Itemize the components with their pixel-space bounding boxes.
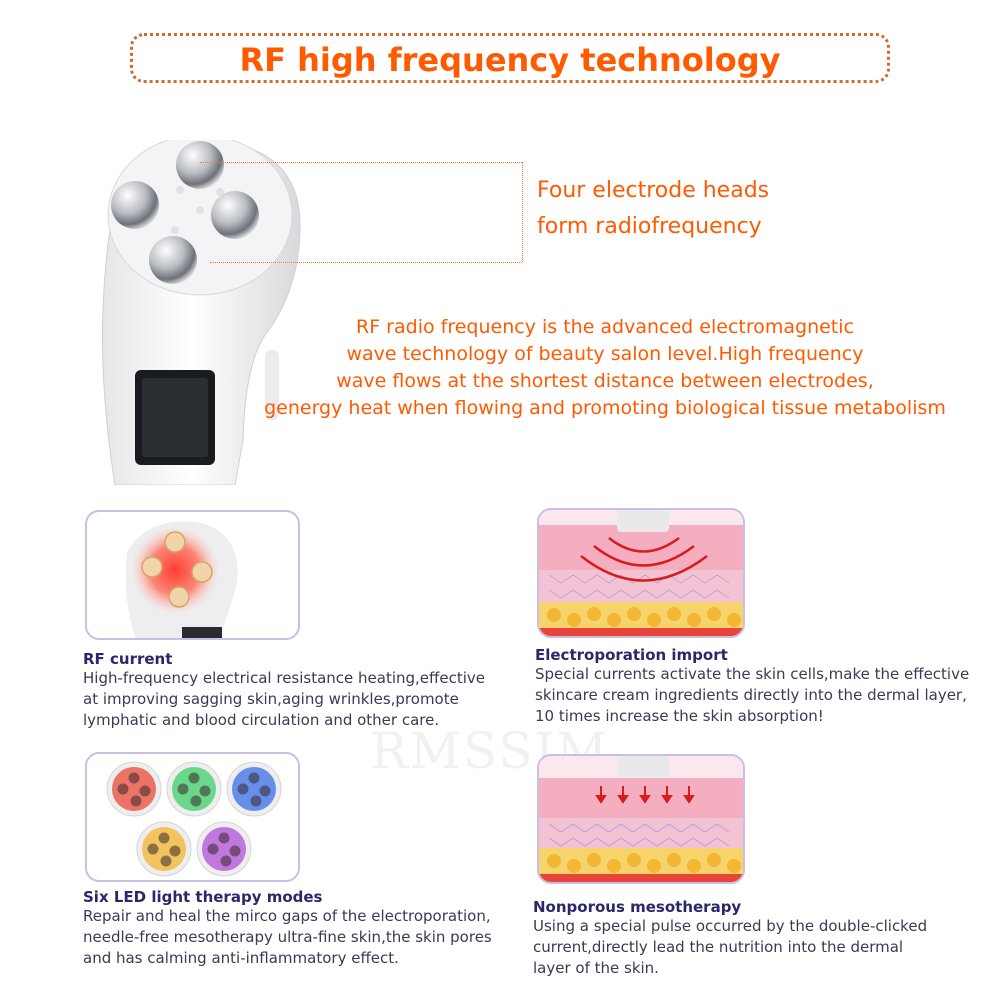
callout-line-vertical [522,162,523,262]
feature-line: and has calming anti-inflammatory effect… [83,949,399,967]
feature-title: RF current [83,650,173,668]
feature-line: Using a special pulse occurred by the do… [533,917,928,935]
page-title: RF high frequency technology [239,41,781,79]
callout-line-1: Four electrode heads [537,178,770,203]
feature-line: Special currents activate the skin cells… [535,665,970,683]
feature-line: layer of the skin. [533,959,659,977]
electrode-head-top [176,141,224,189]
header-banner: RF high frequency technology [130,33,890,83]
led-head [106,761,162,817]
feature-title: Nonporous mesotherapy [533,898,742,916]
feature-line: skincare cream ingredients directly into… [535,686,967,704]
feature-rf-current: RF current High-frequency electrical res… [83,650,513,731]
callout-text: Four electrode heads form radiofrequency [537,173,769,245]
electroporation-image [537,508,745,638]
led-heads [106,761,282,877]
device-illustration [102,140,301,485]
led-head [136,821,192,877]
led-head [166,761,222,817]
feature-line: at improving sagging skin,aging wrinkles… [83,690,459,708]
feature-title: Six LED light therapy modes [83,888,323,906]
description-line-2: wave technology of beauty salon level.Hi… [346,343,864,365]
feature-led-modes: Six LED light therapy modes Repair and h… [83,888,523,969]
callout-line-top [200,162,522,163]
feature-line: current,directly lead the nutrition into… [533,938,904,956]
led-head [196,821,252,877]
description-line-3: wave flows at the shortest distance betw… [336,370,874,392]
technology-description: RF radio frequency is the advanced elect… [250,314,960,422]
feature-line: needle-free mesotherapy ultra-fine skin,… [83,928,492,946]
description-line-4: genergy heat when flowing and promoting … [264,397,946,419]
feature-mesotherapy: Nonporous mesotherapy Using a special pu… [533,898,993,979]
description-line-1: RF radio frequency is the advanced elect… [356,316,854,338]
feature-line: High-frequency electrical resistance hea… [83,669,486,687]
electrode-head-left [111,181,159,229]
feature-line: Repair and heal the mirco gaps of the el… [83,907,491,925]
led-modes-image [85,752,300,882]
callout-line-2: form radiofrequency [537,214,762,239]
mesotherapy-image [537,754,745,884]
feature-line: lymphatic and blood circulation and othe… [83,711,440,729]
feature-electroporation: Electroporation import Special currents … [535,646,995,727]
electrode-head-bottom [149,236,197,284]
red-glow [130,525,220,615]
rf-current-image [85,510,300,640]
feature-title: Electroporation import [535,646,728,664]
electrode-head-right [211,191,259,239]
feature-line: 10 times increase the skin absorption! [535,707,824,725]
callout-line-bottom [210,262,522,263]
led-head [226,761,282,817]
